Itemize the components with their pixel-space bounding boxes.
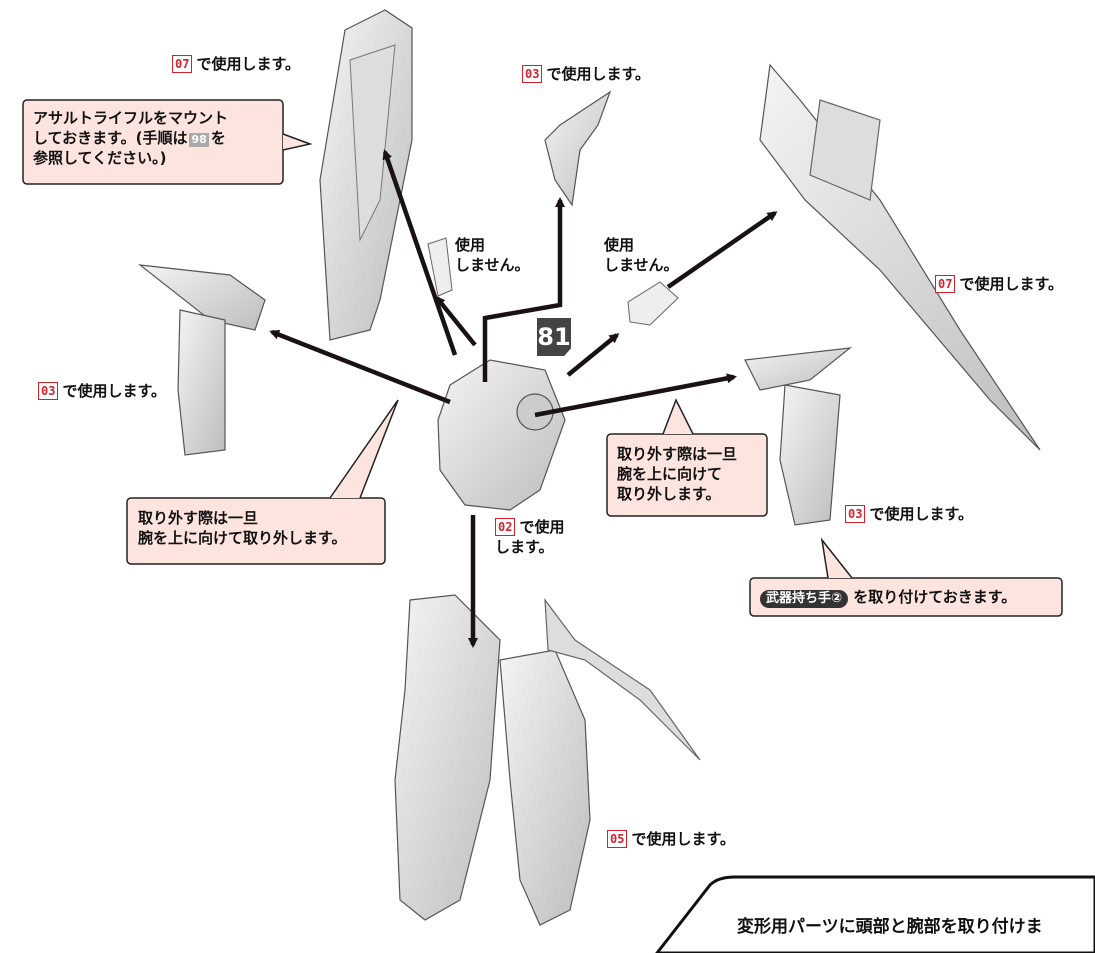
step-reference-badge: 98 — [189, 133, 209, 147]
callout-text: を取り付けておきます。 — [853, 588, 1017, 606]
step-number-badge: 81 — [537, 318, 571, 356]
not-used-line-2: しません。 — [455, 256, 530, 274]
step-tag: 05 — [607, 830, 628, 848]
callout-line-1: アサルトライフルをマウント — [33, 109, 229, 127]
not-used-line-2: しません。 — [604, 256, 679, 274]
usage-line-1: 02 で使用 — [495, 518, 564, 536]
callout-line-1: 取り外す際は一旦 — [138, 509, 259, 527]
legs-part — [394, 594, 701, 926]
usage-label-bottom: 05 で使用します。 — [607, 830, 735, 848]
callout-text: しておきます。(手順は — [33, 129, 188, 147]
usage-label-center: 02 で使用 します。 — [495, 518, 564, 556]
step-tag: 03 — [522, 65, 543, 83]
usage-text: で使用 — [519, 518, 565, 536]
arm-right-part — [744, 347, 853, 526]
arm-left-part — [137, 264, 266, 456]
not-used-note-left: 使用 しません。 — [455, 235, 530, 275]
step-tag: 07 — [172, 55, 193, 73]
torso-part — [437, 359, 566, 511]
callout-rifle-box — [22, 99, 313, 185]
usage-label-right: 07 で使用します。 — [935, 275, 1063, 293]
footer-instruction: 変形用パーツに頭部と腕部を取り付けま — [737, 917, 1043, 937]
usage-label-top-left: 07 で使用します。 — [172, 55, 300, 73]
usage-text: で使用します。 — [631, 830, 735, 848]
callout-line-2: 腕を上に向けて取り外します。 — [138, 529, 347, 547]
footer-banner-shape — [655, 875, 1095, 953]
usage-text: で使用します。 — [869, 505, 973, 523]
callout-line-3: 取り外します。 — [617, 485, 721, 503]
callout-line-3: 参照してください。) — [33, 149, 167, 167]
not-used-line-1: 使用 — [455, 236, 486, 254]
step-tag: 02 — [495, 518, 516, 536]
usage-text: で使用します。 — [959, 275, 1063, 293]
usage-label-lower-right: 03 で使用します。 — [845, 505, 973, 523]
callout-text: を — [210, 129, 226, 147]
small-part-right — [627, 281, 679, 326]
step-tag: 07 — [935, 275, 956, 293]
callout-remove-left-text: 取り外す際は一旦 腕を上に向けて取り外します。 — [138, 508, 347, 548]
callout-remove-left-box — [126, 399, 399, 565]
usage-label-top-center: 03 で使用します。 — [522, 65, 650, 83]
shield-top-left-part — [319, 9, 413, 341]
head-part-top — [544, 90, 612, 207]
callout-remove-right-text: 取り外す際は一旦 腕を上に向けて 取り外します。 — [617, 444, 737, 504]
usage-text-line-2: します。 — [495, 538, 554, 556]
not-used-line-1: 使用 — [604, 236, 635, 254]
callout-line-2: 腕を上に向けて — [617, 465, 723, 483]
callout-line-1: 取り外す際は一旦 — [617, 445, 738, 463]
usage-text: で使用します。 — [62, 382, 166, 400]
usage-text: で使用します。 — [546, 65, 650, 83]
step-tag: 03 — [38, 382, 59, 400]
step-tag: 03 — [845, 505, 866, 523]
callout-remove-right-box — [606, 398, 768, 517]
wing-right-part — [759, 63, 1041, 451]
assembly-arrows — [269, 149, 778, 648]
small-part-left — [427, 237, 453, 297]
usage-label-left: 03 で使用します。 — [38, 382, 166, 400]
usage-text: で使用します。 — [196, 55, 300, 73]
weapon-hand-pill: 武器持ち手② — [760, 590, 849, 608]
callout-hand-text: 武器持ち手② を取り付けておきます。 — [760, 587, 1016, 608]
not-used-note-right: 使用 しません。 — [604, 235, 679, 275]
